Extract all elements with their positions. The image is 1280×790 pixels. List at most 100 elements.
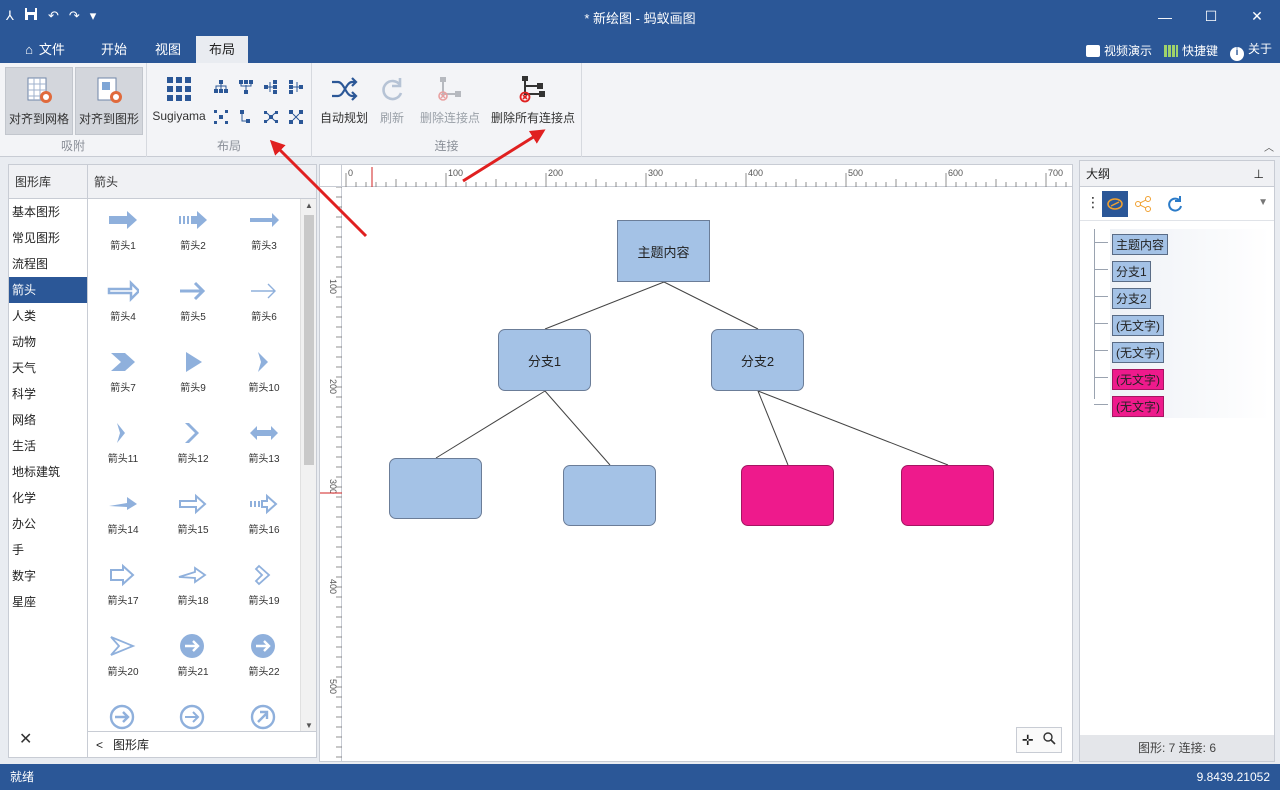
shape-item[interactable]: 箭头11 xyxy=(88,412,158,483)
shape-item[interactable]: 箭头9 xyxy=(158,341,228,412)
shape-item[interactable]: 箭头13 xyxy=(229,412,299,483)
category-item[interactable]: 星座 xyxy=(12,595,37,609)
tree-left-layout-icon[interactable] xyxy=(288,79,304,95)
leaf-node[interactable] xyxy=(389,458,482,519)
connector-line[interactable] xyxy=(544,390,611,466)
shape-item[interactable]: 箭头21 xyxy=(158,625,228,696)
pin-icon[interactable]: ⊥ xyxy=(1253,167,1264,181)
connector-line[interactable] xyxy=(435,390,546,459)
category-item[interactable]: 科学 xyxy=(12,387,37,401)
refresh-button[interactable]: 刷新 xyxy=(374,67,410,135)
shape-item[interactable]: 箭头6 xyxy=(229,270,299,341)
leaf-node-pink[interactable] xyxy=(741,465,834,526)
shape-item[interactable]: 箭头10 xyxy=(229,341,299,412)
shape-item[interactable]: 箭头1 xyxy=(88,199,158,270)
connector-line[interactable] xyxy=(757,390,789,466)
shape-item[interactable]: 箭头22 xyxy=(229,625,299,696)
shape-item[interactable]: 箭头3 xyxy=(229,199,299,270)
category-item[interactable]: 基本图形 xyxy=(12,205,61,219)
connector-line[interactable] xyxy=(757,390,949,466)
collapse-ribbon-icon[interactable]: ︿ xyxy=(1264,143,1274,154)
close-library-icon[interactable]: ✕ xyxy=(19,731,33,748)
share-icon[interactable] xyxy=(1134,195,1152,216)
more-options-icon[interactable]: ⋮ xyxy=(1086,194,1100,210)
move-icon[interactable]: ✛ xyxy=(1021,731,1034,748)
category-item[interactable]: 天气 xyxy=(12,361,37,375)
category-item[interactable]: 手 xyxy=(12,543,25,557)
outline-item[interactable]: (无文字) xyxy=(1090,310,1270,337)
branch1-node[interactable]: 分支1 xyxy=(498,329,591,391)
align-to-shape-button[interactable]: 对齐到图形 xyxy=(75,67,143,135)
delete-all-connection-points-button[interactable]: 删除所有连接点 xyxy=(488,67,578,135)
circular-layout-icon[interactable] xyxy=(288,109,304,125)
pan-zoom-control[interactable]: ✛ xyxy=(1016,727,1062,753)
outline-item[interactable]: 主题内容 xyxy=(1090,229,1270,256)
align-to-grid-button[interactable]: 对齐到网格 xyxy=(5,67,73,135)
category-item[interactable]: 网络 xyxy=(12,413,37,427)
shape-item[interactable]: 箭头14 xyxy=(88,483,158,554)
dropdown-icon[interactable]: ▼ xyxy=(1258,197,1268,208)
shape-item[interactable] xyxy=(158,696,228,733)
outline-item[interactable]: (无文字) xyxy=(1090,337,1270,364)
minimize-button[interactable]: — xyxy=(1158,8,1172,25)
category-item[interactable]: 办公 xyxy=(12,517,37,531)
category-item[interactable]: 数字 xyxy=(12,569,37,583)
shape-item[interactable]: 箭头2 xyxy=(158,199,228,270)
category-item[interactable]: 常见图形 xyxy=(12,231,61,245)
shape-item[interactable]: 箭头4 xyxy=(88,270,158,341)
connector-line[interactable] xyxy=(544,281,665,330)
category-item[interactable]: 箭头 xyxy=(9,277,87,303)
shape-item[interactable]: 箭头20 xyxy=(88,625,158,696)
auto-plan-button[interactable]: 自动规划 xyxy=(316,67,372,135)
outline-item[interactable]: 分支1 xyxy=(1090,256,1270,283)
shape-item[interactable]: 箭头16 xyxy=(229,483,299,554)
shape-item[interactable]: 箭头19 xyxy=(229,554,299,625)
category-item[interactable]: 生活 xyxy=(12,439,37,453)
shapes-scrollbar[interactable]: ▲ ▼ xyxy=(300,199,316,733)
tree-down-layout-icon[interactable] xyxy=(213,79,229,95)
root-topic-node[interactable]: 主题内容 xyxy=(617,220,710,282)
shape-item[interactable]: 箭头15 xyxy=(158,483,228,554)
tab-view[interactable]: 视图 xyxy=(154,42,181,57)
shape-item[interactable]: 箭头12 xyxy=(158,412,228,483)
close-button[interactable]: ✕ xyxy=(1251,8,1263,24)
outline-item[interactable]: 分支2 xyxy=(1090,283,1270,310)
tab-file[interactable]: ⌂文件 xyxy=(25,42,65,57)
scroll-thumb[interactable] xyxy=(304,215,314,465)
indent-layout-icon[interactable] xyxy=(238,109,254,125)
leaf-node-pink[interactable] xyxy=(901,465,994,526)
category-item[interactable]: 流程图 xyxy=(12,257,49,271)
auto-icon[interactable] xyxy=(1102,191,1128,217)
shortcuts-link[interactable]: 快捷键 xyxy=(1163,42,1218,59)
branch2-node[interactable]: 分支2 xyxy=(711,329,804,391)
maximize-button[interactable]: ☐ xyxy=(1204,8,1218,24)
category-item[interactable]: 动物 xyxy=(12,335,37,349)
leaf-node[interactable] xyxy=(563,465,656,526)
category-item[interactable]: 人类 xyxy=(12,309,37,323)
redo-icon[interactable]: ↷ xyxy=(68,8,80,23)
undo-icon[interactable]: ↶ xyxy=(47,8,59,23)
sugiyama-button[interactable]: Sugiyama xyxy=(151,67,207,135)
tree-right-layout-icon[interactable] xyxy=(263,79,279,95)
tab-layout[interactable]: 布局 xyxy=(196,36,248,63)
zoom-icon[interactable] xyxy=(1043,732,1056,748)
outline-item[interactable]: (无文字) xyxy=(1090,364,1270,391)
connector-line[interactable] xyxy=(663,281,759,330)
delete-connection-point-button[interactable]: 删除连接点 xyxy=(418,67,482,135)
back-to-library-link[interactable]: <图形库 xyxy=(88,731,316,757)
scroll-down-icon[interactable]: ▼ xyxy=(305,721,313,730)
scroll-up-icon[interactable]: ▲ xyxy=(305,201,313,210)
category-item[interactable]: 化学 xyxy=(12,491,37,505)
shape-item[interactable]: 箭头7 xyxy=(88,341,158,412)
video-demo-link[interactable]: 视频演示 xyxy=(1085,42,1152,59)
shape-item[interactable]: 箭头17 xyxy=(88,554,158,625)
shape-item[interactable]: 箭头18 xyxy=(158,554,228,625)
tab-start[interactable]: 开始 xyxy=(100,42,127,57)
save-icon[interactable] xyxy=(24,7,38,25)
customize-qat-icon[interactable]: ▾ xyxy=(89,8,97,23)
category-item[interactable]: 地标建筑 xyxy=(12,465,61,479)
refresh-outline-icon[interactable] xyxy=(1166,195,1184,216)
shape-item[interactable] xyxy=(88,696,158,733)
